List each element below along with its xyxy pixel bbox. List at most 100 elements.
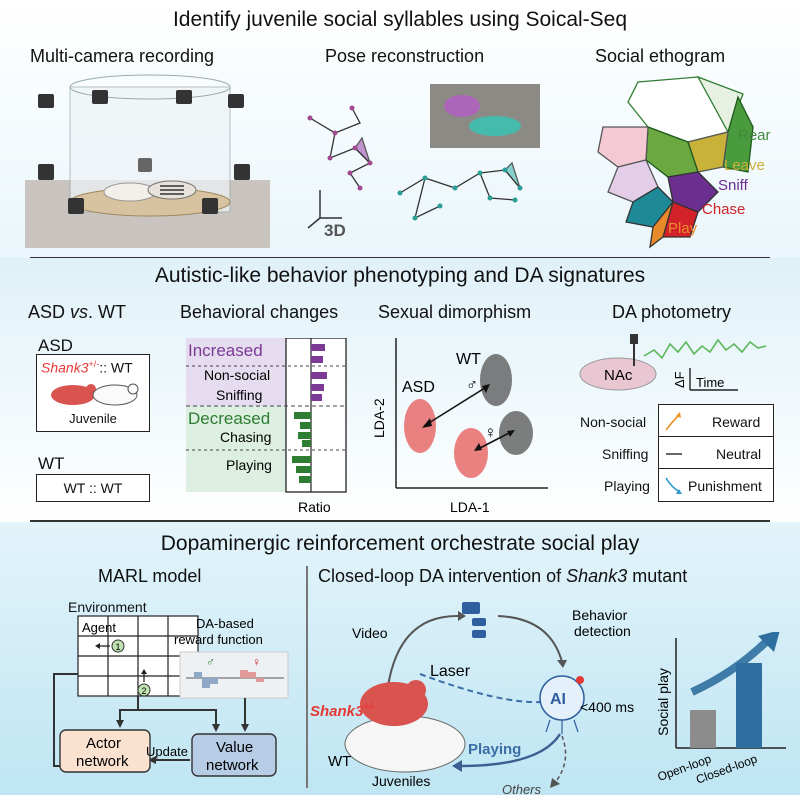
nac-label: NAc	[604, 367, 633, 384]
ethogram-label-sniff: Sniff	[718, 177, 749, 194]
value-label-line1: Value	[216, 739, 253, 756]
increased-label: Increased	[188, 341, 263, 360]
da-signal-table	[658, 404, 774, 502]
male-symbol-icon: ♂	[206, 655, 215, 669]
trend-arrow-icon	[690, 635, 773, 696]
camera-icon	[462, 602, 486, 638]
others-label: Others	[502, 782, 542, 794]
actor-network-box	[59, 729, 151, 773]
behavioral-chart: Increased Non-social Sniffing Decreased …	[186, 338, 347, 515]
ethogram-label-rear: Rear	[738, 127, 771, 144]
increased-bars	[311, 344, 327, 401]
panel3-divider	[306, 566, 308, 788]
lda-label-asd: ASD	[402, 379, 435, 396]
asd-female-cluster	[454, 428, 488, 478]
female-symbol-icon: ♀	[484, 423, 497, 442]
delta-f-label: ΔF	[672, 371, 687, 388]
punishment-arrow-icon	[665, 477, 681, 493]
da-behavior-playing: Playing	[604, 478, 650, 494]
ethogram-label-leave: Leave	[724, 157, 765, 174]
asd-box-label: ASD	[38, 336, 73, 355]
da-signal-neutral: Neutral	[716, 446, 762, 462]
camera-icon	[202, 198, 218, 214]
juveniles-label: Juveniles	[372, 773, 430, 789]
female-symbol-icon: ♀	[252, 655, 261, 669]
wt-female-cluster	[499, 411, 533, 455]
ethogram-map: Rear Leave Sniff Chase Play	[597, 75, 771, 249]
detection-indicator-icon	[576, 676, 584, 684]
da-signal-reward: Reward	[712, 414, 761, 430]
camera-icon	[234, 164, 250, 180]
lda-x-label: LDA-1	[450, 499, 490, 515]
ethogram-label-chase: Chase	[702, 201, 745, 218]
panel-phenotyping: Autistic-like behavior phenotyping and D…	[0, 258, 800, 522]
da-behavior-non-social: Non-social	[580, 414, 647, 430]
juvenile-label: Juvenile	[69, 411, 117, 426]
da-title: DA photometry	[612, 302, 732, 322]
bar-closed-loop	[736, 663, 762, 748]
lda-y-label: LDA-2	[371, 398, 387, 438]
marl-diagram: 1 2 Agent DA-based reward function ♂ ♀ A…	[53, 615, 289, 777]
ethogram-label-play: Play	[668, 220, 698, 237]
df-trace	[643, 338, 767, 360]
agent-1-icon	[111, 639, 125, 653]
photometry-illustration: NAc ΔF Time	[579, 334, 767, 391]
value-network-box	[191, 733, 277, 777]
time-label: Time	[696, 375, 724, 390]
reward-label-line2: reward function	[174, 632, 263, 647]
pose-title: Pose reconstruction	[325, 46, 485, 66]
camera-icon	[176, 90, 192, 104]
laser-label: Laser	[430, 663, 471, 680]
panel1-title: Identify juvenile social syllables using…	[172, 8, 628, 31]
behavioral-title: Behavioral changes	[180, 302, 339, 322]
wt-box-label: WT	[38, 454, 65, 473]
wt-pair-label: WT :: WT	[63, 480, 123, 496]
behavior-detection-line2: detection	[574, 623, 631, 639]
decreased-label: Decreased	[188, 409, 270, 428]
camera-icons	[38, 90, 250, 214]
arena-illustration	[25, 74, 270, 248]
arena-top-rim	[69, 74, 231, 100]
marl-title: MARL model	[98, 566, 202, 586]
skeleton-teal	[399, 161, 521, 220]
wt-box: WT :: WT	[36, 474, 150, 502]
asd-male-cluster	[404, 399, 436, 453]
agent-label: Agent	[82, 620, 116, 635]
environment-label: Environment	[68, 599, 147, 615]
actor-label-line1: Actor	[86, 735, 121, 752]
closed-loop-title: Closed-loop DA intervention of Shank3 mu…	[318, 566, 688, 586]
social-play-label: Social play	[655, 668, 671, 736]
camera-icon	[68, 198, 84, 214]
axis-3d-icon	[307, 190, 342, 229]
panel-dopaminergic-reinforcement: Dopaminergic reinforcement orchestrate s…	[0, 522, 800, 795]
svg-text:1: 1	[116, 642, 121, 652]
camera-icon	[138, 158, 152, 172]
agent-2-icon	[137, 683, 151, 697]
behavior-non-social: Non-social	[204, 367, 270, 383]
wt-label: WT	[328, 753, 351, 770]
behavior-playing: Playing	[226, 457, 272, 473]
panel3-title: Dopaminergic reinforcement orchestrate s…	[160, 532, 640, 555]
behavior-chasing: Chasing	[220, 429, 271, 445]
reward-label-line1: DA-based	[196, 616, 254, 631]
closed-loop-diagram: AI Video Behavior detection Laser <400 m…	[310, 602, 634, 794]
panel2-title: Autistic-like behavior phenotyping and D…	[154, 264, 646, 287]
shank3-label: Shank3+/-	[310, 702, 376, 720]
brain-icon	[579, 357, 657, 391]
decreased-bars	[292, 412, 311, 483]
behavior-sniffing: Sniffing	[216, 387, 262, 403]
ai-label: AI	[550, 691, 566, 708]
shank3-pair-label: Shank3+/-:: WT	[41, 359, 133, 376]
actor-label-line2: network	[76, 753, 129, 770]
ratio-label: Ratio	[298, 499, 331, 515]
behavior-detection-line1: Behavior	[572, 607, 628, 623]
camera-icon	[228, 94, 244, 108]
skeleton-purple	[309, 107, 372, 189]
value-label-line2: network	[206, 757, 259, 774]
asd-box: Shank3+/-:: WT Juvenile	[36, 354, 150, 432]
recording-title: Multi-camera recording	[30, 46, 215, 66]
camera-icon	[38, 94, 54, 108]
wt-male-cluster	[480, 354, 512, 406]
video-label: Video	[352, 625, 388, 641]
playing-label: Playing	[468, 741, 521, 758]
